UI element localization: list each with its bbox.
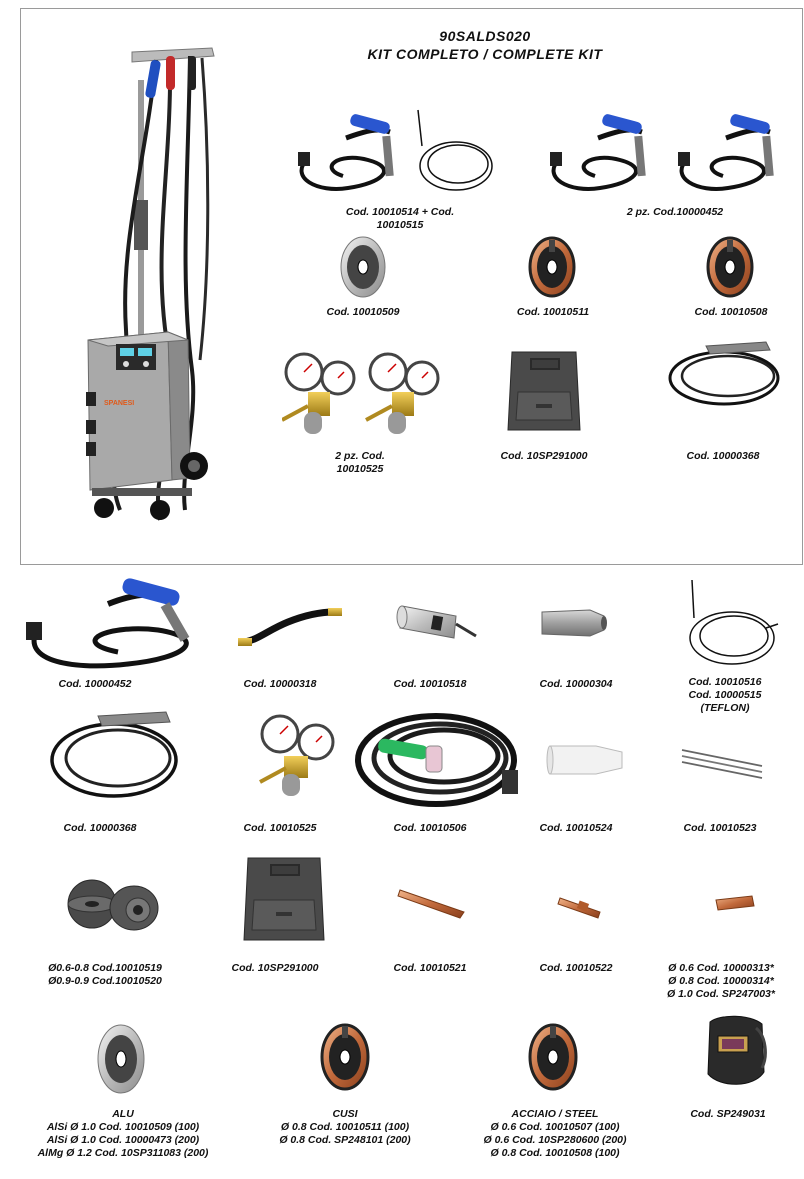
contact-tip-image [557,897,601,919]
remote-control-image [507,351,581,431]
part-caption: Cod. 10000318 [243,678,317,690]
mig-torch-image [678,114,774,191]
gas-nozzle-image [541,609,607,637]
cusi-wire-spool-image [528,236,576,298]
steel-wire-spool-image [528,1023,578,1091]
aluminium-wire-spool-image [97,1024,145,1094]
part-caption: Cod. 10010523 [683,822,757,834]
part-caption: Cod. 10000452 [58,678,132,690]
nozzle-adapter-image [396,605,477,639]
part-caption: Ø 0.6 Cod. 10000313*Ø 0.8 Cod. 10000314*… [667,962,775,1000]
brand-logo: SPANESI [104,400,134,407]
part-caption: Cod. 10000368 [63,822,137,834]
part-caption: Cod. SP249031 [690,1108,766,1120]
tig-torch-image [355,713,518,807]
drive-rollers-image [67,879,159,931]
mig-torch-image [26,578,190,669]
kit-item-caption: Cod. 10SP291000 [500,450,588,462]
part-caption: Cod. 10010506 [393,822,467,834]
mig-torch-image [298,114,394,191]
welding-helmet-image [707,1015,767,1085]
cusi-wire-spool-image [320,1023,370,1091]
kit-item-caption: 2 pz. Cod.10000452 [626,206,724,218]
kit-code-title: 90SALDS020 [439,28,531,44]
kit-item-caption: Cod. 10010509 [326,306,400,318]
steel-wire-spool-image [706,236,754,298]
welding-machine-trolley-image: SPANESI [86,47,215,521]
kit-item-caption: Cod. 10000368 [686,450,760,462]
gas-regulator-image [259,714,335,796]
part-caption: Cod. 10010522 [539,962,613,974]
kit-title: KIT COMPLETO / COMPLETE KIT [367,46,603,62]
part-caption: Cod. 10010518 [393,678,467,690]
gas-regulators-image [282,352,440,434]
part-caption: Cod. 10010521 [393,962,467,974]
wire-liner-image [417,109,493,191]
mig-torch-image [550,114,646,191]
part-caption: Cod. 10SP291000 [231,962,319,974]
remote-control-image [243,857,325,941]
tungsten-electrodes-image [681,749,763,779]
kit-item-caption: 2 pz. Cod.10010525 [335,450,385,475]
teflon-liner-image [689,579,779,665]
earth-clamp-cable-image [50,711,178,798]
contact-tip-image [397,889,465,919]
part-caption: Cod. 10010524 [539,822,613,834]
aluminium-wire-spool-image [340,236,386,298]
ceramic-nozzle-image [546,745,623,775]
kit-item-caption: Cod. 10010511 [516,306,590,318]
kit-item-caption: Cod. 10010508 [694,306,768,318]
part-caption: Cod. 10000304 [539,678,613,690]
swan-neck-image [238,608,342,646]
contact-tip-image [715,895,755,911]
kit-item-caption: Cod. 10010514 + Cod.10010515 [345,206,455,231]
earth-clamp-cable-image [668,341,780,406]
part-caption: Cod. 10010525 [243,822,317,834]
